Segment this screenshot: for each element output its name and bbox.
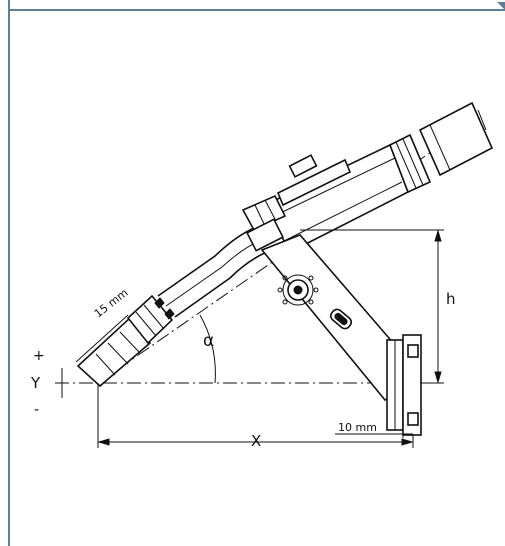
dimension-15mm [75, 314, 129, 363]
minus-label: - [34, 402, 39, 418]
plus-label: + [33, 348, 45, 364]
offset-label: 10 mm [338, 421, 377, 434]
mounting-bracket [260, 234, 396, 402]
torch-body [241, 143, 410, 254]
torch-nozzle [76, 294, 175, 388]
dimension-x [97, 383, 414, 448]
frame-border [8, 0, 505, 546]
y-tolerance-marker [58, 368, 66, 398]
angle-arc [199, 314, 216, 384]
dimension-10mm [335, 425, 413, 438]
h-label: h [446, 290, 456, 308]
mounting-flange [386, 334, 422, 436]
stickout-label: 15 mm [92, 286, 131, 320]
angle-label: α [203, 331, 214, 351]
dimension-h [300, 229, 444, 384]
cable-connector [388, 101, 494, 194]
y-label: Y [30, 374, 41, 392]
x-label: X [251, 432, 261, 450]
